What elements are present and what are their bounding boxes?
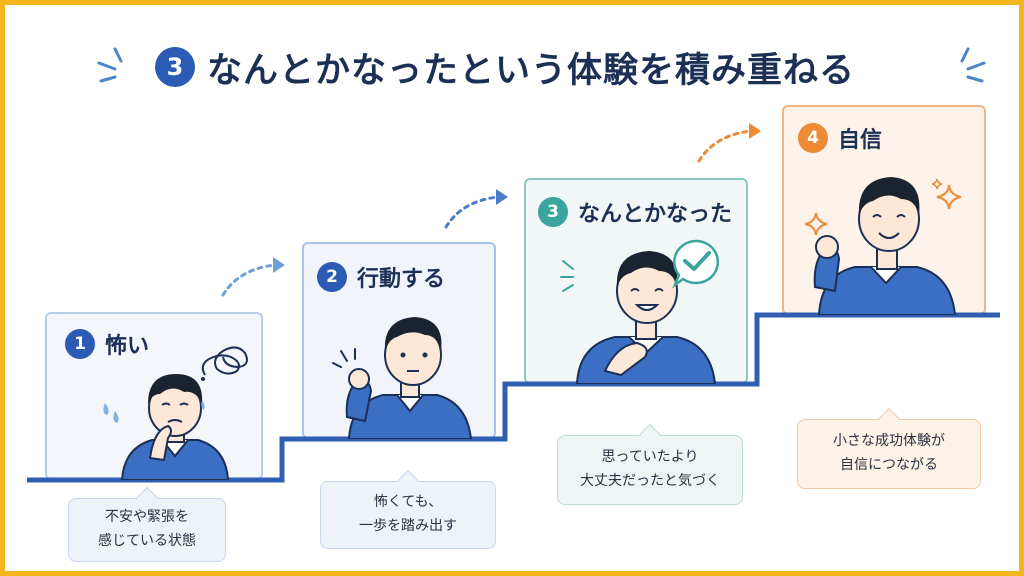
tension-lines-icon xyxy=(332,348,356,368)
dotted-arrow-icon xyxy=(444,189,508,229)
step-4-caption-line: 自信につながる xyxy=(840,457,938,473)
dotted-arrow-icon xyxy=(221,257,285,297)
step-4-heading: 4 自信 xyxy=(798,122,882,154)
worry-scribble-icon xyxy=(201,346,248,381)
star-sparkle-icon xyxy=(931,178,962,210)
determined-person-illustration xyxy=(345,317,473,439)
step-1-caption-line: 不安や緊張を xyxy=(105,509,189,526)
page-title: 3 なんとかなったという体験を積み重ねる xyxy=(155,43,915,91)
step-1-number: 1 xyxy=(65,329,95,359)
step-2-caption-line: 一歩を踏み出す xyxy=(359,518,457,534)
step-3-heading: 3 なんとかなった xyxy=(538,196,732,228)
step-2-heading: 2 行動する xyxy=(317,261,445,293)
step-4-number: 4 xyxy=(798,123,828,153)
step-3-caption-line: 大丈夫だったと気づく xyxy=(580,473,720,489)
step-1-caption: 不安や緊張を 感じている状態 xyxy=(68,498,226,562)
title-number-badge: 3 xyxy=(155,47,195,87)
worried-person-illustration xyxy=(120,374,230,480)
star-sparkle-icon xyxy=(804,212,828,236)
confident-person-illustration xyxy=(813,177,957,315)
stairs-line xyxy=(27,312,1000,483)
step-2-caption: 怖くても、 一歩を踏み出す xyxy=(320,481,496,549)
sparkle-left-icon xyxy=(97,47,123,83)
step-2-label: 行動する xyxy=(357,267,446,292)
sweat-drops-icon xyxy=(103,403,119,423)
sparkle-right-icon xyxy=(960,47,986,83)
step-3-number: 3 xyxy=(538,197,568,227)
step-4-caption-line: 小さな成功体験が xyxy=(833,433,945,450)
step-1-heading: 1 怖い xyxy=(65,328,149,360)
dotted-arrow-icon xyxy=(697,123,761,163)
step-3-caption: 思っていたより 大丈夫だったと気づく xyxy=(557,435,743,505)
step-2-caption-line: 怖くても、 xyxy=(373,494,443,511)
step-4-caption: 小さな成功体験が 自信につながる xyxy=(797,419,981,489)
relieved-person-illustration xyxy=(575,251,717,384)
relief-lines-icon xyxy=(560,260,574,292)
check-bubble-icon xyxy=(672,239,720,289)
step-4-label: 自信 xyxy=(838,128,883,153)
step-1-caption-line: 感じている状態 xyxy=(98,533,196,549)
title-text: なんとかなったという体験を積み重ねる xyxy=(207,50,856,91)
step-2-number: 2 xyxy=(317,262,347,292)
step-1-label: 怖い xyxy=(105,334,150,359)
step-3-caption-line: 思っていたより xyxy=(601,449,699,466)
step-3-label: なんとかなった xyxy=(578,202,733,227)
